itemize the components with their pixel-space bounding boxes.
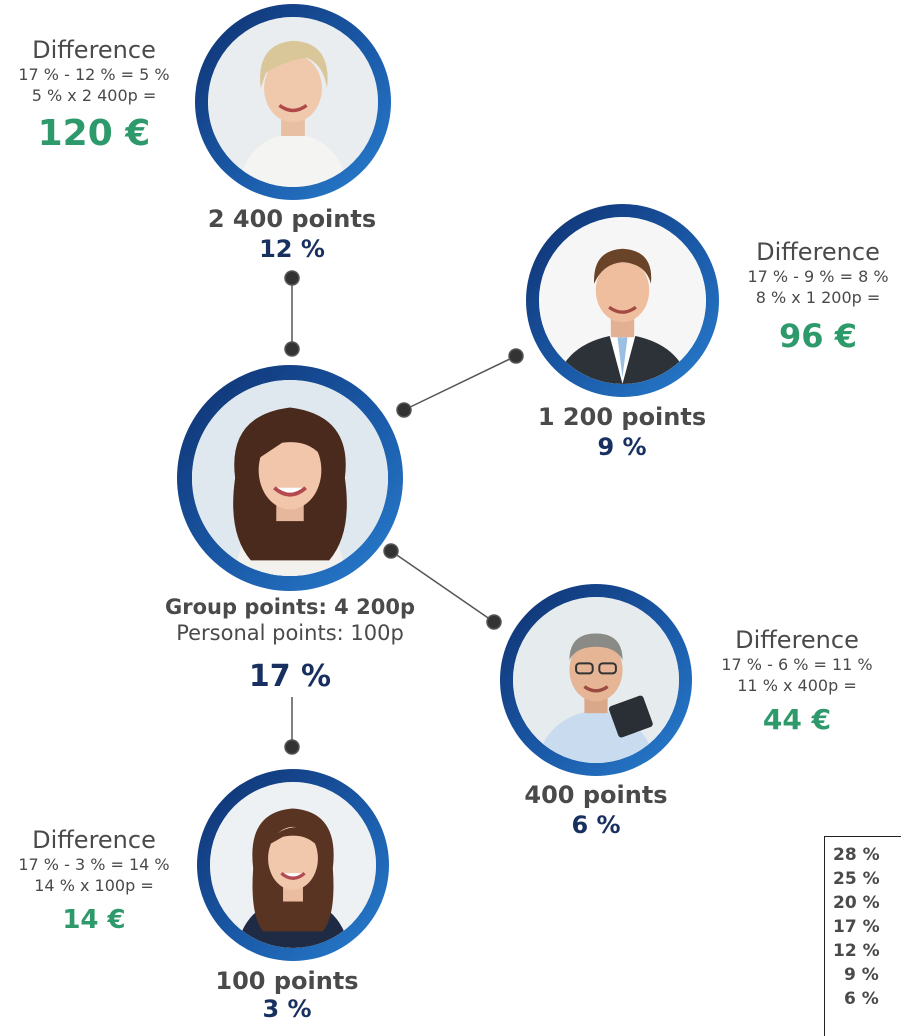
difference-title: Difference [756, 238, 880, 266]
difference-multiply: 14 % x 100p = [34, 876, 154, 895]
rate-row: 17 % [833, 917, 880, 937]
connector-right-top [403, 355, 517, 411]
partner-avatar-bottom [197, 769, 389, 961]
difference-bottom: Difference 17 % - 3 % = 14 % 14 % x 100p… [0, 826, 188, 940]
difference-amount: 44 € [762, 703, 832, 736]
rate-row: 6 % [844, 989, 879, 1009]
difference-top: Difference 17 % - 12 % = 5 % 5 % x 2 400… [0, 36, 188, 158]
partner-right-top-percent: 9 % [597, 433, 647, 461]
connector-dot [284, 341, 300, 357]
rate-row: 12 % [833, 941, 880, 961]
connector-dot [508, 348, 524, 364]
connector-dot [284, 739, 300, 755]
person-photo-icon [210, 782, 376, 948]
person-photo-icon [539, 217, 706, 384]
partner-avatar-right-top [526, 204, 719, 397]
person-photo-icon [513, 597, 679, 763]
connector-dot [396, 402, 412, 418]
center-avatar [177, 365, 403, 591]
center-percent: 17 % [248, 659, 332, 694]
rate-row: 28 % [833, 845, 880, 865]
rate-row: 9 % [844, 965, 879, 985]
partner-avatar-top [195, 4, 391, 200]
difference-multiply: 5 % x 2 400p = [31, 86, 157, 105]
rate-row: 20 % [833, 893, 880, 913]
connector-dot [486, 614, 502, 630]
partner-right-bottom-points: 400 points [524, 781, 668, 809]
partner-bottom-percent: 3 % [262, 995, 312, 1023]
connector-right-bottom [390, 550, 495, 623]
difference-amount: 120 € [37, 113, 151, 154]
difference-calc: 17 % - 9 % = 8 % [747, 267, 889, 286]
connector-dot [383, 543, 399, 559]
difference-title: Difference [735, 626, 859, 654]
difference-calc: 17 % - 12 % = 5 % [18, 65, 170, 84]
partner-right-bottom-percent: 6 % [571, 811, 621, 839]
difference-amount: 14 € [62, 905, 126, 935]
difference-calc: 17 % - 6 % = 11 % [721, 655, 873, 674]
difference-right-top: Difference 17 % - 9 % = 8 % 8 % x 1 200p… [733, 238, 901, 358]
difference-title: Difference [32, 826, 156, 854]
personal-points: Personal points: 100p [176, 621, 404, 645]
rate-table: 28 % 25 % 20 % 17 % 12 % 9 % 6 % [824, 836, 901, 1036]
partner-top-points: 2 400 points [207, 205, 377, 233]
partner-avatar-right-bottom [500, 584, 692, 776]
difference-right-bottom: Difference 17 % - 6 % = 11 % 11 % x 400p… [706, 626, 888, 740]
group-points: Group points: 4 200p [165, 595, 415, 619]
person-photo-icon [192, 380, 388, 576]
connector-dot [284, 270, 300, 286]
difference-title: Difference [32, 36, 156, 64]
partner-bottom-points: 100 points [215, 967, 359, 995]
person-photo-icon [208, 17, 378, 187]
difference-amount: 96 € [779, 317, 857, 355]
center-labels: Group points: 4 200p Personal points: 10… [130, 594, 450, 694]
partner-top-percent: 12 % [259, 235, 325, 263]
rate-row: 25 % [833, 869, 880, 889]
difference-calc: 17 % - 3 % = 14 % [18, 855, 170, 874]
difference-multiply: 8 % x 1 200p = [755, 288, 881, 307]
partner-right-top-points: 1 200 points [537, 403, 707, 431]
difference-multiply: 11 % x 400p = [737, 676, 857, 695]
